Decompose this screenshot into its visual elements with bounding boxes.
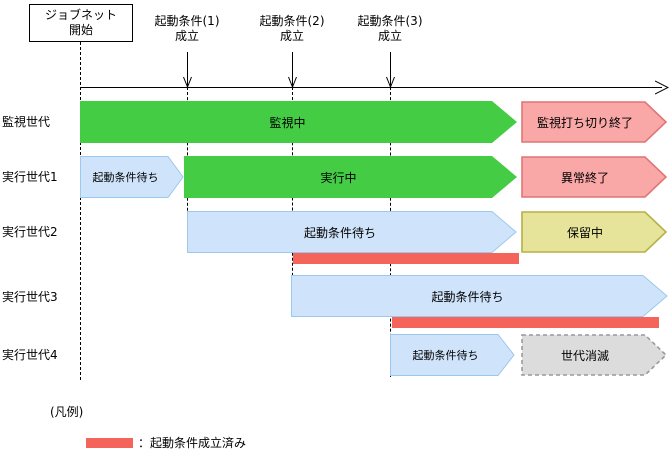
condition-2-line1: 起動条件(2) [259,14,325,28]
condition-2-line2: 成立 [279,29,304,43]
bar-exec2-waiting-label: 起動条件待ち [303,225,376,240]
condition-met-bar-exec3 [392,317,659,328]
condition-met-bar-exec2 [293,253,519,264]
time-axis [80,87,662,88]
bar-exec1-abnormal-end: 異常終了 [521,156,667,198]
condition-1-line1: 起動条件(1) [154,14,220,28]
legend-title: (凡例) [50,405,84,419]
bar-monitoring: 監視中 [80,101,517,143]
legend-swatch-condition-met [86,438,133,448]
bar-exec2-held: 保留中 [521,211,667,253]
condition-3-arrow-icon [386,52,395,88]
bar-monitoring-terminated: 監視打ち切り終了 [521,101,667,143]
row-label-exec-generation-1: 実行世代1 [2,170,58,184]
bar-exec3-waiting: 起動条件待ち [291,275,668,317]
condition-3-line1: 起動条件(3) [357,14,423,28]
condition-1-label: 起動条件(1) 成立 [127,14,247,44]
row-label-exec-generation-4: 実行世代4 [2,348,58,362]
condition-1-line2: 成立 [174,29,199,43]
condition-3-line2: 成立 [377,29,402,43]
legend-item-condition-met: ：起動条件成立済み [138,434,246,451]
bar-exec4-waiting: 起動条件待ち [390,334,515,376]
bar-monitoring-terminated-label: 監視打ち切り終了 [536,115,633,130]
condition-2-arrow-icon [288,52,297,88]
bar-exec4-waiting-label: 起動条件待ち [412,349,479,362]
bar-exec1-running-label: 実行中 [320,170,357,185]
jobnet-start-guide [80,42,81,380]
jobnet-start-line1: ジョブネット [44,8,117,22]
bar-monitoring-label: 監視中 [269,115,306,130]
row-label-exec-generation-3: 実行世代3 [2,290,58,304]
bar-exec4-generation-deleted: 世代消滅 [521,334,667,376]
bar-exec3-waiting-label: 起動条件待ち [431,289,504,304]
condition-2-label: 起動条件(2) 成立 [232,14,352,44]
bar-exec1-waiting-label: 起動条件待ち [92,171,159,184]
row-label-exec-generation-2: 実行世代2 [2,225,58,239]
bar-exec4-generation-deleted-label: 世代消滅 [560,348,609,363]
jobnet-start-line2: 開始 [68,23,93,37]
bar-exec1-waiting: 起動条件待ち [80,156,184,198]
condition-3-label: 起動条件(3) 成立 [330,14,450,44]
legend-separator: ： [138,436,151,450]
time-axis-arrowhead-icon [654,80,669,95]
bar-exec2-held-label: 保留中 [566,225,603,240]
jobnet-start-box: ジョブネット 開始 [29,4,133,42]
condition-2-guide [292,87,293,316]
bar-exec2-waiting: 起動条件待ち [187,211,517,253]
legend-item-label: 起動条件成立済み [150,436,247,450]
condition-1-arrow-icon [183,52,192,88]
bar-exec1-running: 実行中 [184,156,517,198]
bar-exec1-abnormal-end-label: 異常終了 [560,170,609,185]
row-label-monitor-generation: 監視世代 [2,115,51,129]
